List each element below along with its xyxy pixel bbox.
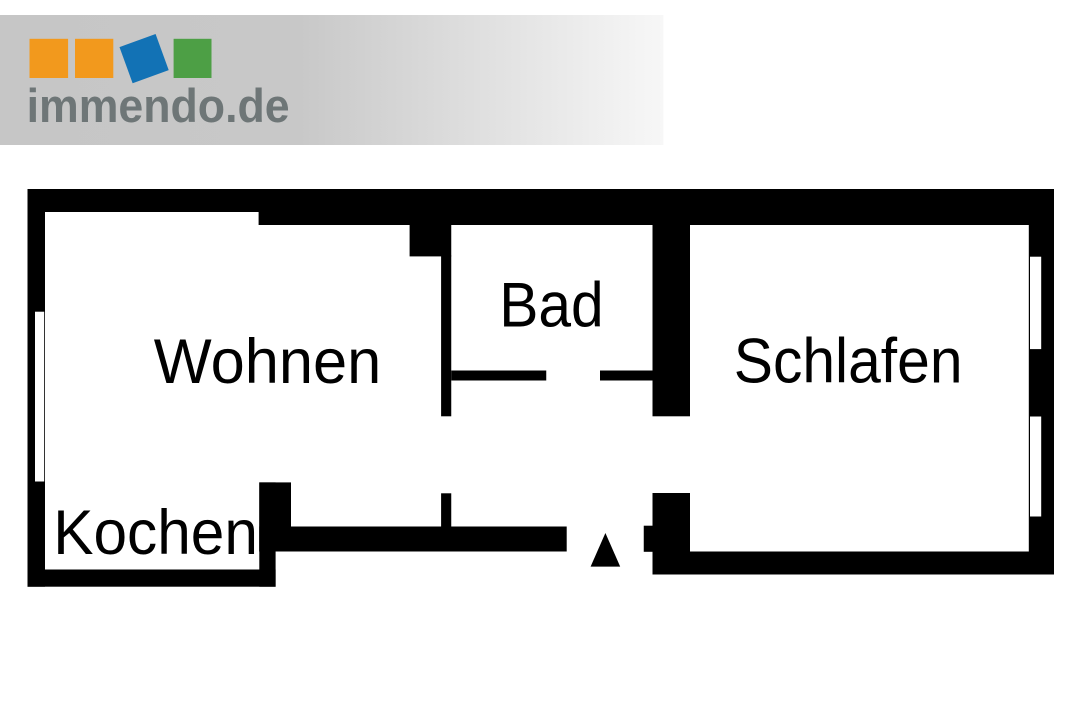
svg-text:immendo.de: immendo.de — [27, 79, 290, 132]
svg-text:Schlafen: Schlafen — [734, 327, 963, 397]
svg-text:Kochen: Kochen — [53, 498, 258, 568]
svg-text:Bad: Bad — [499, 271, 604, 341]
svg-text:Wohnen: Wohnen — [154, 327, 381, 397]
